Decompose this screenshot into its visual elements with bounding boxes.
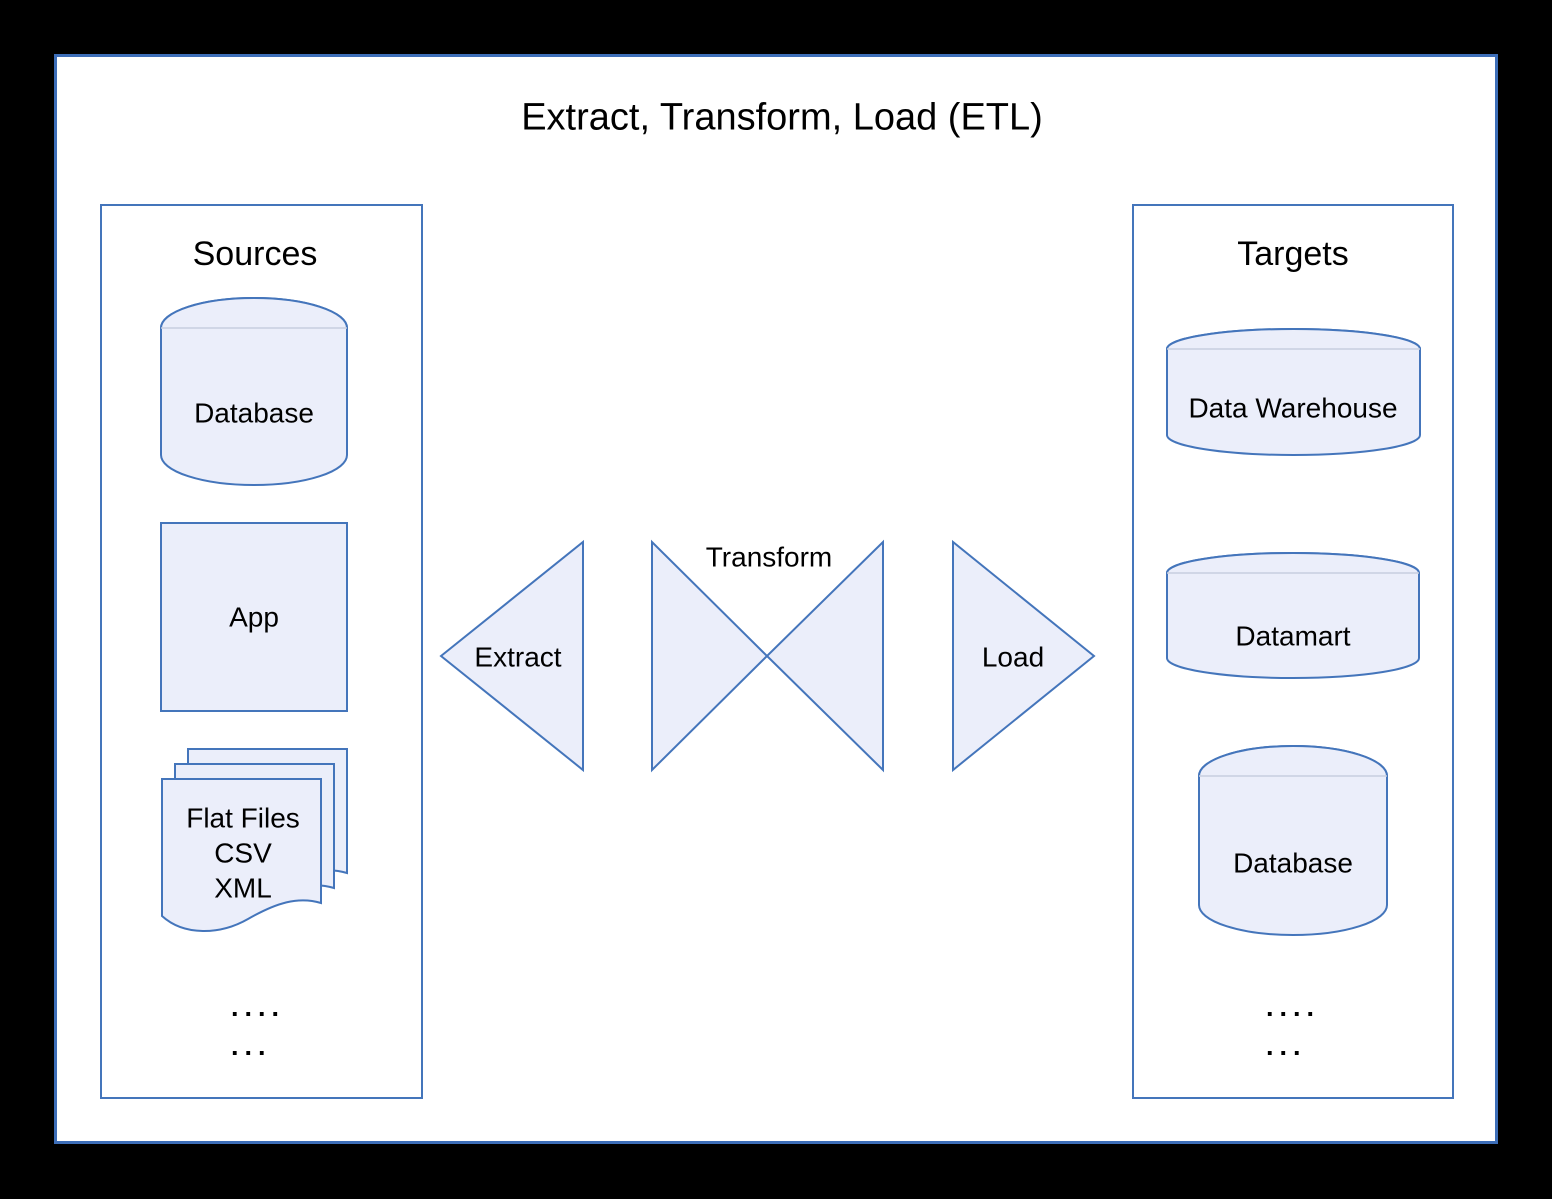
- target-database-cylinder: [1198, 745, 1388, 936]
- target-database-label: Database: [1233, 847, 1353, 879]
- source-database-cylinder: [160, 297, 348, 486]
- load-label: Load: [981, 641, 1045, 673]
- targets-more-ellipsis: .......: [1266, 988, 1320, 1066]
- ellipsis-row: ....: [1266, 992, 1321, 1022]
- targets-panel-title: Targets: [1237, 234, 1349, 273]
- flat-files-line: Flat Files: [186, 802, 300, 834]
- ellipsis-row: ....: [231, 992, 286, 1022]
- transform-bowtie-left-triangle: [651, 539, 769, 773]
- target-datamart-cylinder-body: [1166, 552, 1420, 679]
- extract-label: Extract: [474, 641, 562, 673]
- target-datamart-label: Datamart: [1235, 620, 1351, 652]
- sources-more-ellipsis: .......: [231, 988, 285, 1066]
- flat-files-line: XML: [214, 872, 272, 904]
- target-datamart-cylinder: [1166, 552, 1420, 679]
- source-app-label: App: [229, 601, 279, 633]
- load-triangle: [952, 539, 1096, 773]
- flat-files-line: CSV: [214, 837, 272, 869]
- source-app-square: [160, 522, 348, 712]
- sources-panel-title: Sources: [192, 234, 318, 273]
- source-database-label: Database: [194, 397, 314, 429]
- diagram-title: Extract, Transform, Load (ETL): [521, 96, 1043, 139]
- source-database-cylinder-body: [160, 297, 348, 486]
- transform-label: Transform: [705, 541, 833, 573]
- target-data-warehouse-cylinder-body: [1166, 328, 1421, 456]
- target-data-warehouse-cylinder: [1166, 328, 1421, 456]
- transform-bowtie: [651, 539, 884, 773]
- document-sheet-front: [161, 778, 322, 932]
- target-data-warehouse-label: Data Warehouse: [1188, 392, 1398, 424]
- target-database-cylinder-body: [1198, 745, 1388, 936]
- ellipsis-row: ...: [1266, 1031, 1307, 1061]
- ellipsis-row: ...: [231, 1031, 272, 1061]
- extract-triangle: [439, 539, 584, 773]
- source-flat-files-documents: [161, 748, 348, 932]
- transform-bowtie-right-triangle: [765, 539, 884, 773]
